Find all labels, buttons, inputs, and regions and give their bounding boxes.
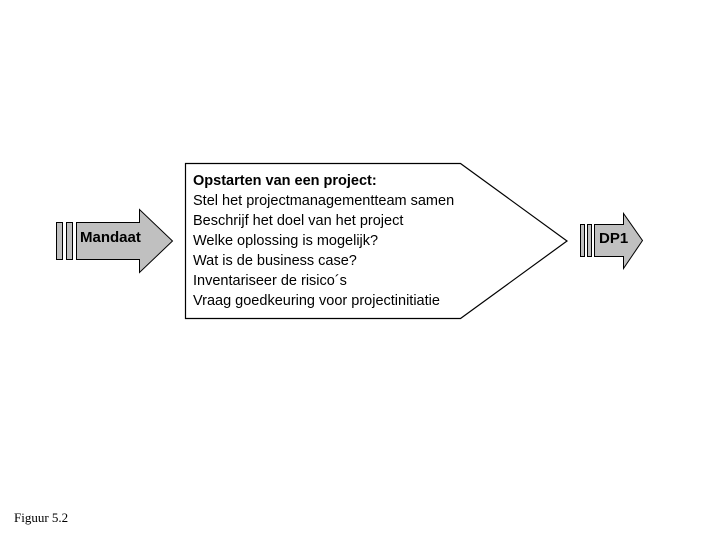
process-heading: Opstarten van een project: bbox=[193, 173, 377, 189]
process-line: Welke oplossing is mogelijk? bbox=[193, 233, 379, 249]
striped-tail-right-arrow-icon bbox=[580, 211, 644, 271]
output-arrow-dp1[interactable]: DP1 bbox=[580, 211, 644, 271]
process-box[interactable]: Opstarten van een project: Stel het proj… bbox=[184, 160, 570, 322]
process-line: Beschrijf het doel van het project bbox=[193, 213, 404, 229]
process-line: Wat is de business case? bbox=[193, 253, 357, 269]
process-line: Inventariseer de risico´s bbox=[193, 273, 347, 289]
process-line: Vraag goedkeuring voor projectinitiatie bbox=[193, 293, 440, 309]
process-text-block: Opstarten van een project: Stel het proj… bbox=[193, 171, 513, 311]
process-pentagon-shape bbox=[184, 162, 569, 320]
figure-caption: Figuur 5.2 bbox=[14, 510, 69, 525]
striped-tail-right-arrow-icon bbox=[56, 208, 174, 274]
input-arrow-mandaat[interactable]: Mandaat bbox=[56, 208, 174, 274]
process-line: Stel het projectmanagementteam samen bbox=[193, 193, 455, 209]
